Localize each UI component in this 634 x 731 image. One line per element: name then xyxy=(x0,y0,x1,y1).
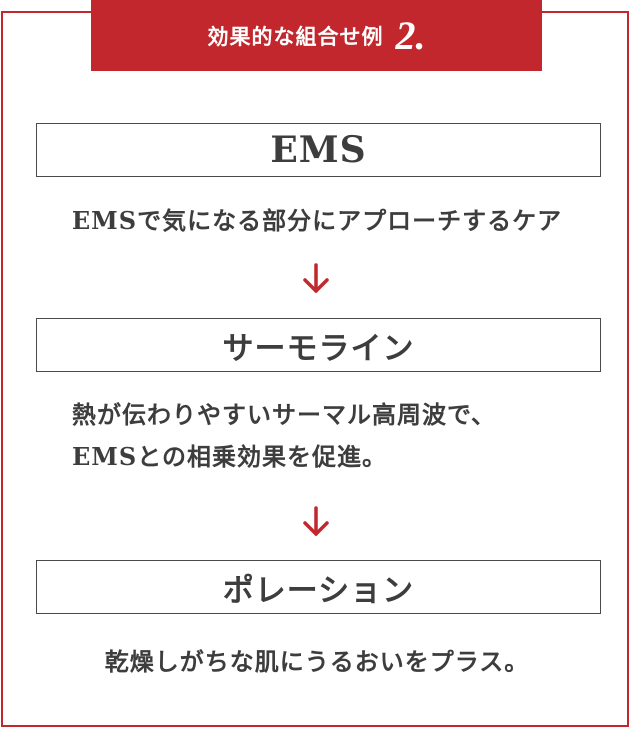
step-description-poration: 乾燥しがちな肌にうるおいをプラス。 xyxy=(104,647,530,676)
description-line: EMSとの相乗効果を促進。 xyxy=(72,442,387,471)
step-description-thermoline: 熱が伝わりやすいサーマル高周波で、 EMSとの相乗効果を促進。 xyxy=(72,394,592,478)
step-box-poration: ポレーション xyxy=(36,560,601,614)
header-number: 2. xyxy=(395,13,426,58)
arrow-down-icon xyxy=(303,506,329,536)
description-line: 熱が伝わりやすいサーマル高周波で、 xyxy=(72,400,497,429)
step-box-thermoline: サーモライン xyxy=(36,318,601,372)
arrow-down-icon xyxy=(303,263,329,293)
step-description-ems: EMSで気になる部分にアプローチするケア xyxy=(71,206,563,235)
step-box-ems: EMS xyxy=(36,123,601,177)
header-title: 効果的な組合せ例 xyxy=(207,23,384,49)
header-tab: 効果的な組合せ例 2. xyxy=(91,0,542,71)
